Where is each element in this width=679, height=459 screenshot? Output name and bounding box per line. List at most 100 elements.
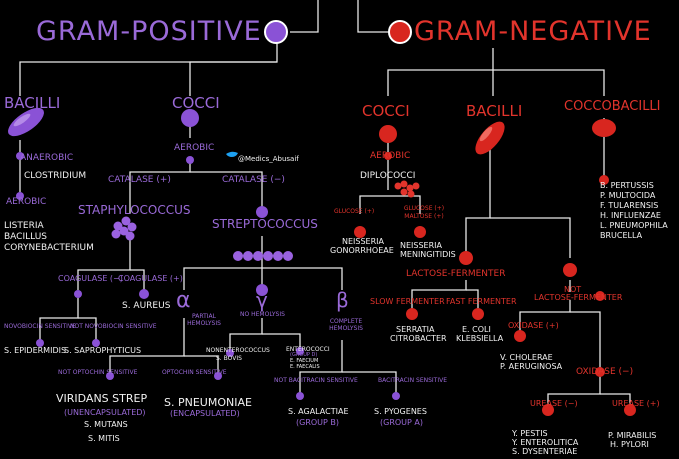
gp-node-icon (92, 339, 100, 347)
diplococci-icon (394, 180, 420, 198)
gn-node-icon (414, 226, 426, 238)
serratia-label: SERRATIA (396, 325, 435, 334)
strep-chain-icon (243, 251, 253, 261)
gp-node-icon (392, 392, 400, 400)
coccobacilli-item: B. PERTUSSIS (600, 181, 654, 190)
group-b-label: (GROUP B) (296, 418, 340, 427)
urease-pos-label: UREASE (+) (612, 399, 660, 408)
coagulase-neg-label: COAGULASE (−) (58, 274, 123, 283)
s-pyogenes-label: S. PYOGENES (374, 407, 427, 416)
glucose-maltose-label: GLUCOSE (+) MALTOSE (+) (403, 205, 445, 220)
gn-cocci-cell-icon (379, 125, 397, 143)
gn-coccobacilli-label: COCCOBACILLI (564, 99, 661, 114)
n-gonorrhoeae-line1: NEISSERIA (342, 237, 384, 246)
gp-node-icon (296, 347, 304, 355)
p-aeruginosa-label: P. AERUGINOSA (500, 362, 563, 371)
not-optochin-label: NOT OPTOCHIN SENSITIVE (58, 369, 138, 376)
slow-fermenter-label: SLOW FERMENTER (370, 297, 445, 306)
staph-cluster-icon (125, 231, 135, 241)
e-faecium-label: E. FAECIUM (290, 358, 319, 364)
alpha-symbol: α (176, 288, 191, 313)
staph-cluster-icon (113, 221, 123, 231)
gp-node-icon (214, 372, 222, 380)
s-agalactiae-label: S. AGALACTIAE (288, 407, 349, 416)
oxidase-neg-label: OXIDASE (−) (576, 367, 634, 377)
gn-node-icon (542, 404, 554, 416)
n-gonorrhoeae-line2: GONORRHOEAE (330, 246, 394, 255)
citrobacter-label: CITROBACTER (390, 334, 447, 343)
not-lactose-line2: LACTOSE-FERMENTER (534, 293, 623, 302)
anaerobic-label: ANAEROBIC (20, 153, 74, 163)
partial-hemolysis-label: PARTIAL HEMOLYSIS (187, 313, 221, 328)
s-aureus-label: S. AUREUS (122, 301, 171, 311)
aerobic-left-label: AEROBIC (6, 197, 47, 207)
group-d-label: (GROUP D) (290, 352, 318, 358)
diplococci-label: DIPLOCOCCI (360, 171, 416, 181)
e-faecalis-label: E. FAECALIS (290, 364, 320, 370)
staph-cluster-icon (127, 222, 137, 232)
glucose-pos-label: GLUCOSE (+) (334, 208, 375, 215)
not-bacitracin-label: NOT BACITRACIN SENSITIVE (274, 377, 358, 384)
gp-node-icon (186, 156, 194, 164)
staph-cluster-icon (121, 216, 131, 226)
catalase-pos-label: CATALASE (+) (108, 175, 171, 185)
gn-node-icon (599, 175, 609, 185)
gn-coccobacilli-cell-icon (592, 119, 616, 137)
urease-neg-label: UREASE (−) (530, 399, 578, 408)
nonenterococcus-label: NONENTEROCOCCUS (206, 347, 270, 354)
watermark-label: @Medics_Abusaif (238, 155, 299, 163)
s-dysenteriae-label: S. DYSENTERIAE (512, 447, 578, 456)
v-cholerae-label: V. CHOLERAE (500, 353, 553, 362)
staph-cluster-icon (111, 229, 121, 239)
clostridium-label: CLOSTRIDIUM (24, 171, 87, 181)
gp-node-icon (16, 152, 24, 160)
gp-node-icon (74, 290, 82, 298)
gp-node-icon (256, 206, 268, 218)
gp-node-icon (16, 192, 24, 200)
e-coli-label: E. COLI (462, 325, 491, 334)
s-saprophyticus-label: S. SAPROPHYTICUS (64, 346, 142, 355)
y-enterolitica-label: Y. ENTEROLITICA (512, 438, 579, 447)
lactose-fermenter-label: LACTOSE-FERMENTER (406, 269, 506, 279)
gn-node-icon (624, 404, 636, 416)
gamma-symbol: γ (256, 288, 268, 312)
gn-node-icon (563, 263, 577, 277)
streptococcus-label: STREPTOCOCCUS (212, 217, 318, 231)
gn-node-icon (595, 291, 605, 301)
gn-node-icon (354, 226, 366, 238)
gn-bacilli-label: BACILLI (466, 102, 523, 120)
gram-negative-node-icon (388, 20, 412, 44)
not-lactose-line1: NOT (564, 285, 582, 294)
y-pestis-label: Y. PESTIS (512, 429, 548, 438)
coccobacilli-item: F. TULARENSIS (600, 201, 659, 210)
staph-cluster-icon (119, 226, 129, 236)
s-mutans-label: S. MUTANS (84, 420, 128, 429)
s-epidermidis-label: S. EPIDERMIDIS (4, 346, 67, 355)
fast-fermenter-label: FAST FERMENTER (446, 297, 517, 306)
gp-node-icon (256, 284, 268, 296)
oxidase-pos-label: OXIDASE (+) (508, 321, 559, 330)
twitter-icon (226, 151, 238, 157)
unencapsulated-label: (UNENCAPSULATED) (64, 408, 146, 417)
h-pylori-label: H. PYLORI (610, 440, 649, 449)
coccobacilli-item: P. MULTOCIDA (600, 191, 656, 200)
gp-bacilli-label: BACILLI (4, 94, 61, 112)
complete-hemolysis-label: COMPLETE HEMOLYSIS (329, 318, 363, 333)
coccobacilli-item: BRUCELLA (600, 231, 643, 240)
gn-node-icon (459, 251, 473, 265)
gp-node-icon (106, 372, 114, 380)
no-hemolysis-label: NO HEMOLYSIS (240, 311, 285, 318)
gn-node-icon (406, 308, 418, 320)
gn-node-icon (514, 330, 526, 342)
s-mitis-label: S. MITIS (88, 434, 120, 443)
gn-aerobic-label: AEROBIC (370, 151, 411, 161)
beta-symbol: β (336, 288, 349, 312)
listeria-label: LISTERIA (4, 221, 44, 231)
klebsiella-label: KLEBSIELLA (456, 334, 504, 343)
strep-chain-icon (263, 251, 273, 261)
gn-node-icon (595, 367, 605, 377)
coccobacilli-item: L. PNEUMOPHILA (600, 221, 668, 230)
staphylococcus-label: STAPHYLOCOCCUS (78, 203, 191, 217)
enterococci-label: ENTEROCOCCI (286, 346, 330, 353)
